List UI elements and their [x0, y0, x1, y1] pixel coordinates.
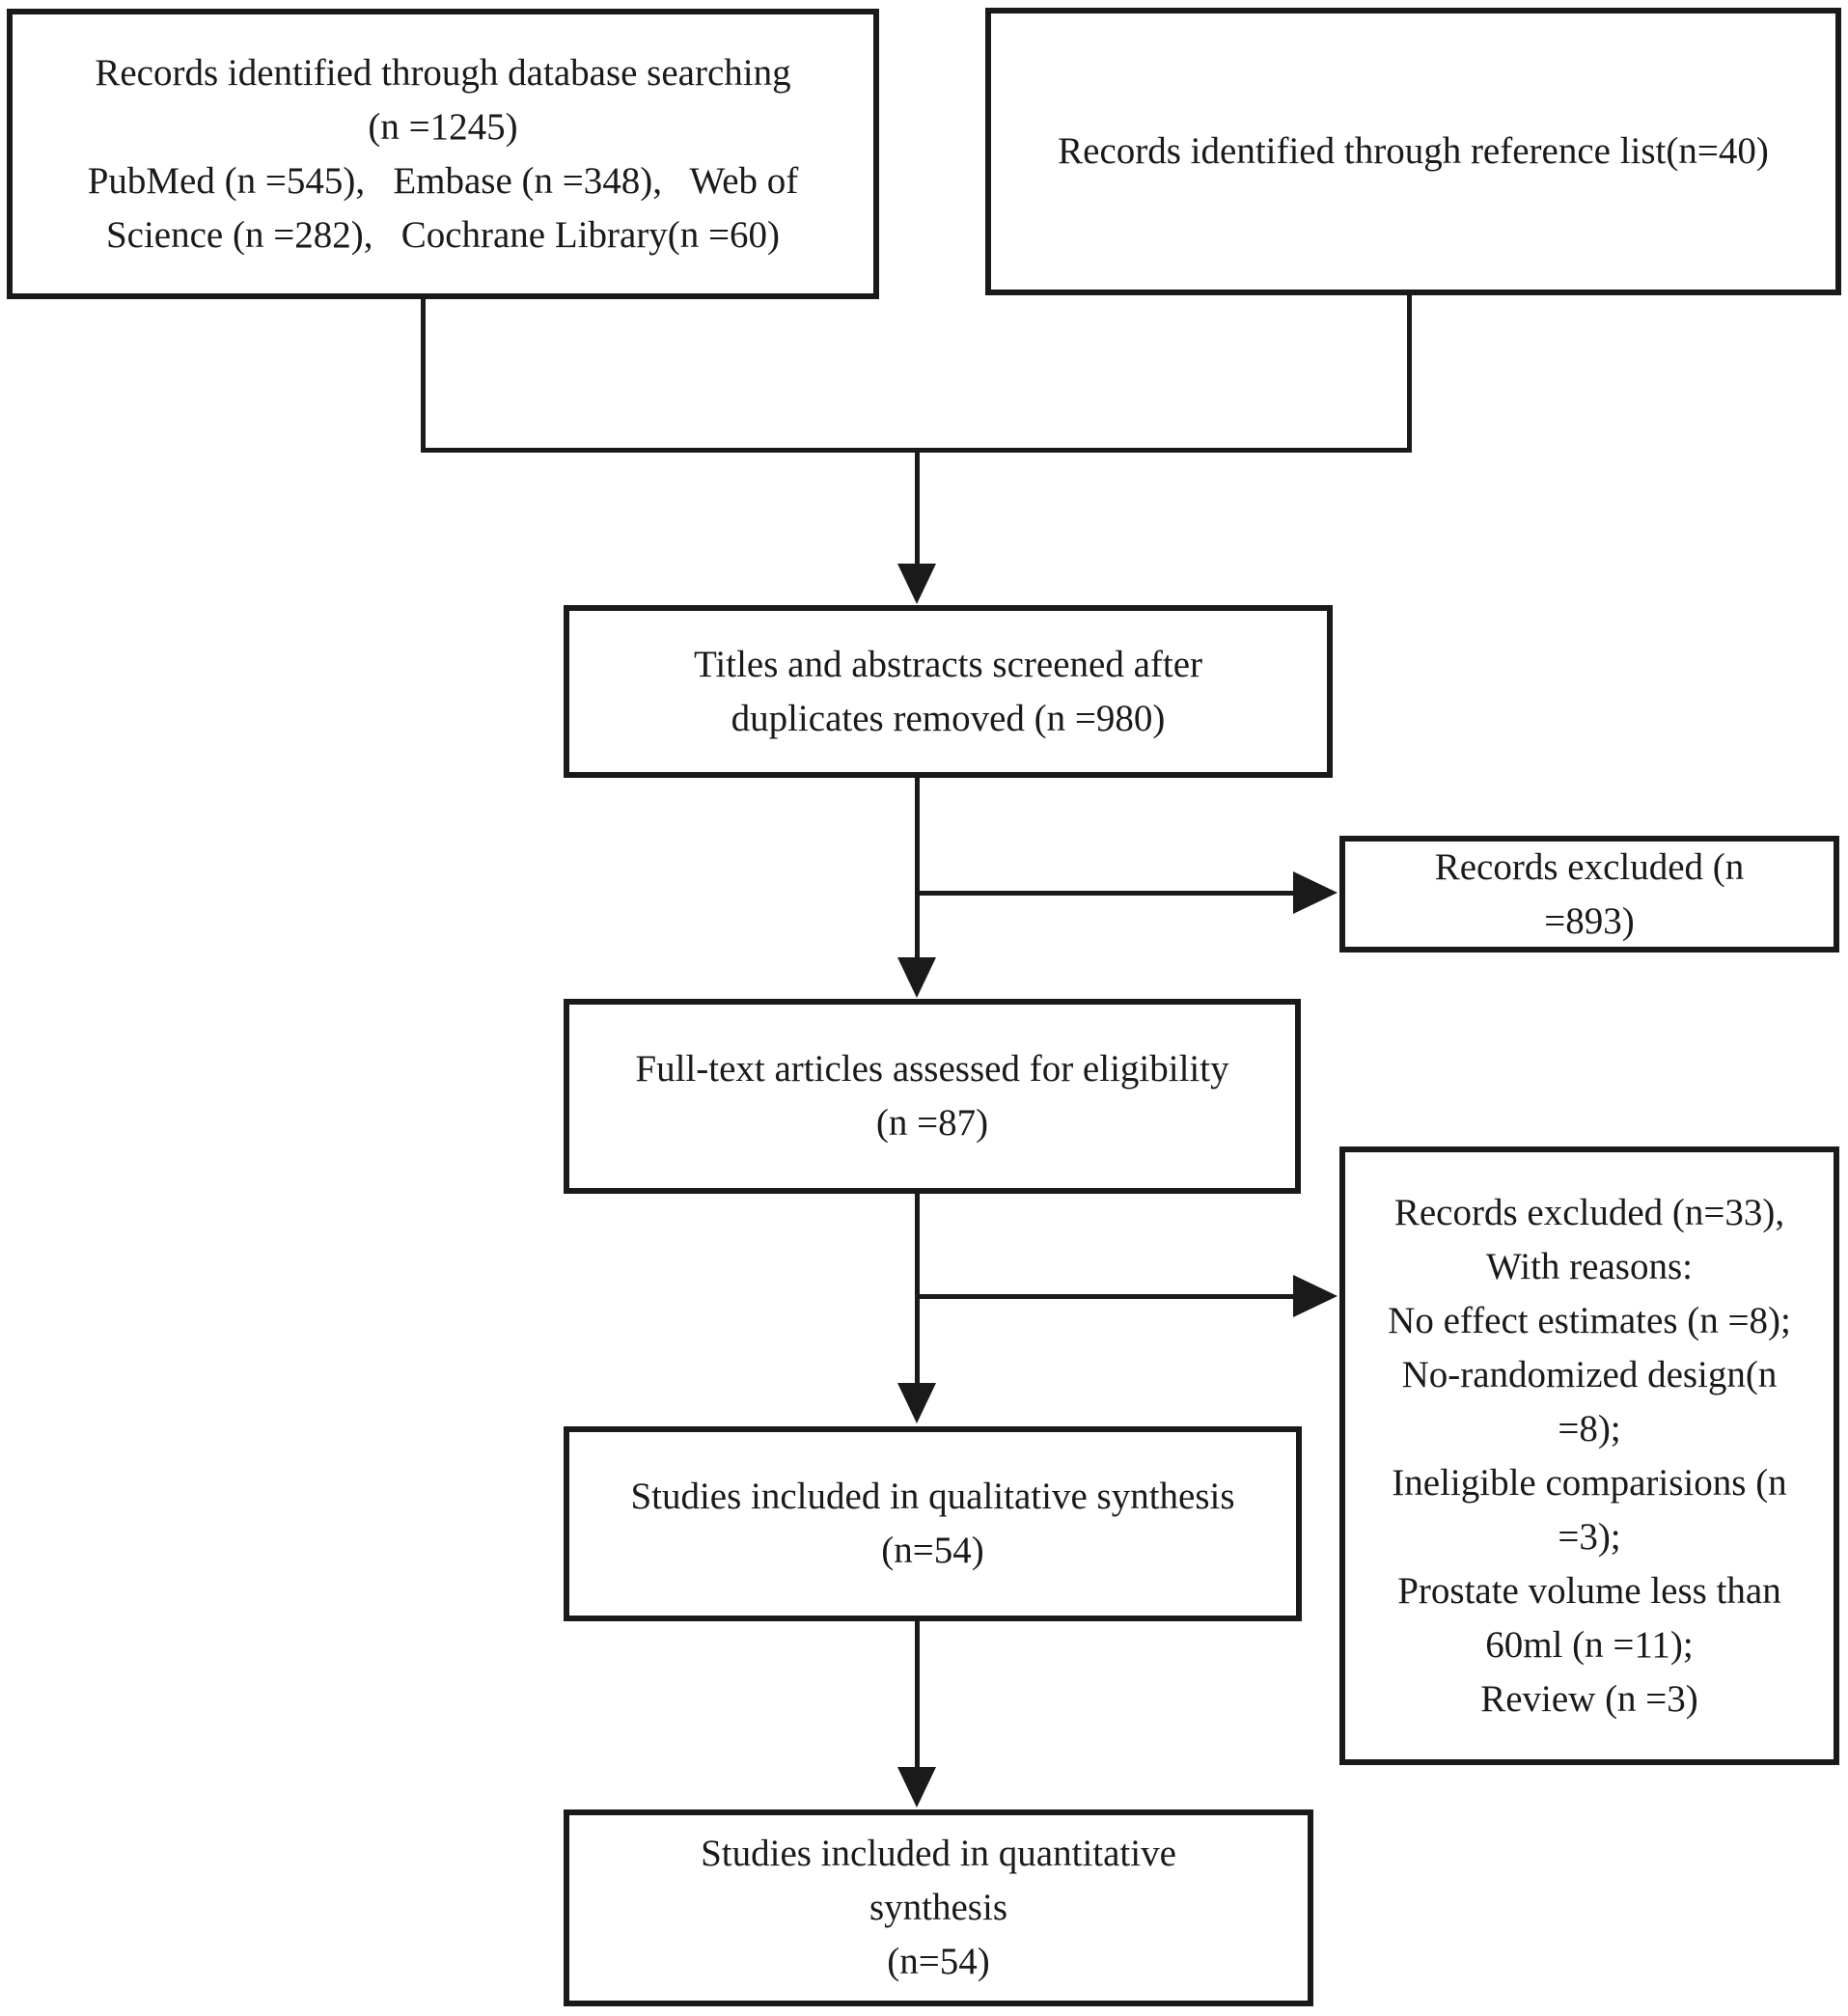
- connector-qualitative-to-quantitative: [915, 1619, 920, 1768]
- arrowhead-into-qualitative: [897, 1383, 936, 1423]
- node-fulltext-eligibility: Full-text articles assessed for eligibil…: [564, 999, 1301, 1194]
- arrowhead-into-quantitative: [897, 1767, 936, 1808]
- node-quantitative-synthesis: Studies included in quantitative synthes…: [564, 1809, 1313, 2006]
- connector-fulltext-to-qualitative: [915, 1192, 920, 1384]
- arrowhead-into-screening: [897, 564, 936, 604]
- node-reference-list: Records identified through reference lis…: [985, 8, 1841, 295]
- connector-reference-list-down: [1407, 293, 1412, 453]
- node-exclusion-reasons: Records excluded (n=33), With reasons: N…: [1339, 1146, 1839, 1765]
- connector-merge-to-screening: [915, 448, 920, 566]
- connector-branch-records-excluded: [915, 891, 1293, 896]
- connector-db-search-down: [421, 297, 426, 453]
- node-records-excluded: Records excluded (n =893): [1339, 836, 1839, 953]
- arrowhead-into-fulltext: [897, 957, 936, 998]
- connector-screening-to-fulltext: [915, 776, 920, 959]
- node-title-abstract-screening: Titles and abstracts screened after dupl…: [564, 605, 1333, 778]
- arrowhead-into-records-excluded: [1293, 871, 1338, 914]
- node-qualitative-synthesis: Studies included in qualitative synthesi…: [564, 1426, 1302, 1621]
- connector-branch-exclusion-reasons: [915, 1294, 1293, 1299]
- arrowhead-into-exclusion-reasons: [1293, 1275, 1338, 1317]
- node-database-search: Records identified through database sear…: [7, 9, 879, 299]
